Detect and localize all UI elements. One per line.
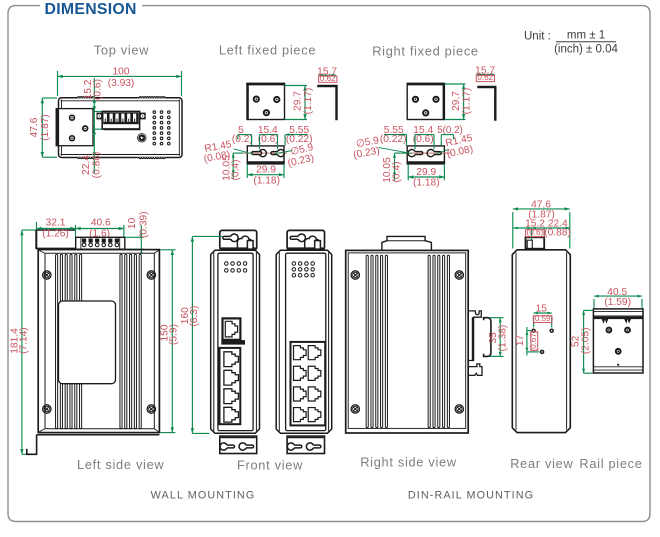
svg-text:29.9: 29.9	[416, 167, 436, 178]
svg-text:47.6: 47.6	[29, 117, 40, 137]
svg-text:(0.88): (0.88)	[91, 152, 102, 179]
svg-text:Unit :: Unit :	[524, 31, 551, 43]
svg-text:(0.4): (0.4)	[391, 162, 402, 183]
svg-text:150: 150	[160, 324, 171, 341]
svg-text:5: 5	[238, 125, 244, 136]
svg-text:(0.22): (0.22)	[380, 134, 407, 145]
svg-text:15.2: 15.2	[83, 79, 94, 99]
svg-text:(0.08): (0.08)	[203, 150, 231, 165]
svg-text:0.62: 0.62	[478, 73, 494, 82]
svg-text:17: 17	[515, 335, 526, 347]
svg-text:(0.23): (0.23)	[353, 146, 381, 161]
svg-text:Rail piece: Rail piece	[579, 456, 642, 471]
svg-text:(0.08): (0.08)	[446, 144, 474, 160]
svg-text:160: 160	[180, 307, 191, 324]
svg-text:(1.17): (1.17)	[461, 88, 472, 115]
svg-text:(1.38): (1.38)	[498, 325, 509, 352]
svg-text:10.05: 10.05	[382, 157, 393, 183]
svg-text:(1.87): (1.87)	[528, 209, 555, 220]
svg-text:∅5.9: ∅5.9	[289, 142, 314, 158]
svg-text:29.7: 29.7	[451, 91, 462, 111]
svg-text:5(0.2): 5(0.2)	[437, 125, 463, 136]
svg-text:(1.18): (1.18)	[253, 175, 280, 186]
svg-text:29.9: 29.9	[256, 165, 276, 176]
svg-text:15.7: 15.7	[475, 66, 495, 77]
svg-text:(inch) ± 0.04: (inch) ± 0.04	[554, 44, 618, 56]
svg-text:(1.6): (1.6)	[89, 228, 110, 239]
svg-text:15.4: 15.4	[413, 125, 433, 136]
svg-text:(0.6): (0.6)	[413, 134, 434, 145]
svg-text:Top view: Top view	[94, 43, 149, 58]
svg-text:15.4: 15.4	[258, 125, 278, 136]
svg-text:(0.4): (0.4)	[230, 160, 241, 181]
svg-text:(0.2): (0.2)	[232, 134, 253, 145]
svg-text:15.7: 15.7	[317, 66, 337, 77]
svg-text:22.4: 22.4	[548, 219, 568, 230]
svg-text:(1.17): (1.17)	[303, 88, 314, 115]
svg-text:(0.6): (0.6)	[527, 228, 544, 237]
svg-text:Front view: Front view	[237, 458, 303, 473]
svg-text:DIN-RAIL MOUNTING: DIN-RAIL MOUNTING	[408, 490, 534, 502]
svg-text:(2.05): (2.05)	[580, 327, 591, 354]
svg-text:WALL MOUNTING: WALL MOUNTING	[151, 490, 256, 502]
svg-text:(0.22): (0.22)	[286, 134, 313, 145]
svg-text:22.4: 22.4	[81, 155, 92, 175]
svg-text:Left side view: Left side view	[77, 457, 164, 472]
svg-text:5.55: 5.55	[384, 125, 404, 136]
svg-text:Left fixed piece: Left fixed piece	[219, 43, 316, 58]
svg-text:(0.88): (0.88)	[544, 227, 571, 238]
svg-text:Right fixed piece: Right fixed piece	[372, 44, 479, 59]
svg-text:(0.6): (0.6)	[92, 79, 103, 100]
svg-text:40.5: 40.5	[607, 287, 627, 298]
svg-text:Rear view: Rear view	[510, 456, 573, 471]
svg-text:(1.59): (1.59)	[604, 297, 631, 308]
svg-text:52: 52	[570, 335, 581, 347]
svg-text:(0.39): (0.39)	[139, 211, 150, 238]
svg-text:R1.45: R1.45	[204, 139, 233, 155]
svg-text:DIMENSION: DIMENSION	[45, 1, 137, 18]
svg-text:Right side view: Right side view	[360, 455, 457, 470]
svg-text:∅5.9: ∅5.9	[355, 135, 380, 150]
svg-text:29.7: 29.7	[293, 91, 304, 111]
svg-text:(1.26): (1.26)	[42, 228, 69, 239]
svg-text:40.6: 40.6	[91, 217, 111, 228]
svg-text:(0.6): (0.6)	[258, 134, 279, 145]
svg-text:(1.87): (1.87)	[40, 114, 51, 141]
svg-text:181.4: 181.4	[10, 328, 21, 354]
svg-text:(0.67): (0.67)	[529, 330, 538, 351]
svg-text:0.62: 0.62	[320, 74, 336, 83]
svg-text:100: 100	[113, 66, 130, 77]
svg-text:32.1: 32.1	[46, 217, 66, 228]
svg-text:(5.9): (5.9)	[169, 324, 180, 345]
svg-text:47.6: 47.6	[531, 199, 551, 210]
svg-text:10.05: 10.05	[222, 155, 233, 181]
svg-text:(3.93): (3.93)	[108, 78, 135, 89]
svg-text:15: 15	[536, 303, 548, 314]
svg-text:(7.14): (7.14)	[19, 327, 30, 354]
svg-text:15.2: 15.2	[525, 219, 545, 230]
svg-text:mm ± 1: mm ± 1	[567, 30, 605, 42]
svg-text:35: 35	[488, 332, 499, 344]
svg-text:(0.59): (0.59)	[532, 314, 553, 323]
svg-text:(6.3): (6.3)	[189, 306, 200, 327]
svg-text:10: 10	[127, 217, 138, 229]
svg-text:5.55: 5.55	[289, 125, 309, 136]
svg-text:(1.18): (1.18)	[413, 178, 440, 189]
